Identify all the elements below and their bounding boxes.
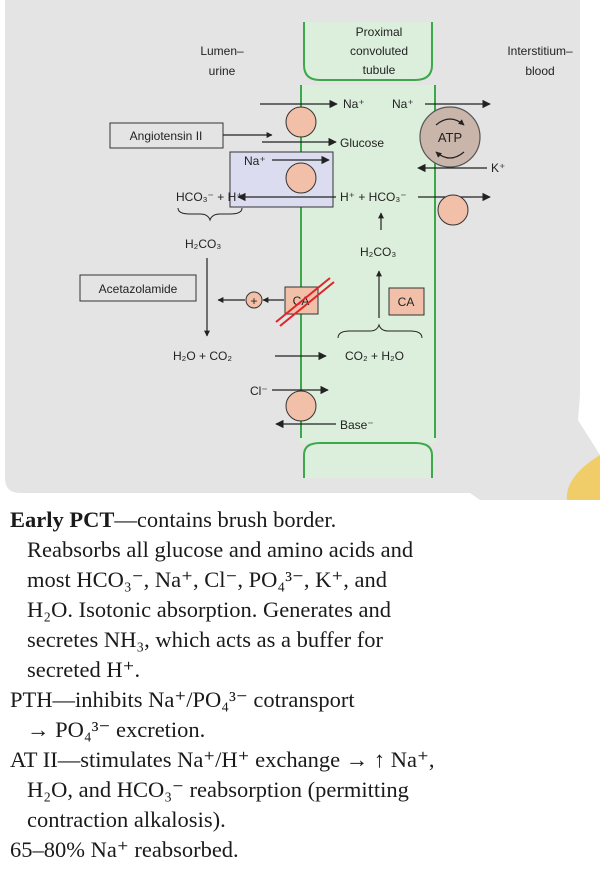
text-line-6: secreted H⁺.: [27, 657, 141, 682]
ca-cell-box: [388, 287, 425, 316]
na-antiporter-label: Na⁺: [244, 154, 266, 168]
cell-brace: [337, 323, 423, 339]
text-line-2: Reabsorbs all glucose and amino acids an…: [27, 537, 414, 562]
tubule-cell: [300, 85, 436, 443]
cl-minus-label: Cl⁻: [250, 384, 268, 398]
acetazolamide-label: Acetazolamide: [99, 282, 178, 296]
plus-sign: +: [250, 294, 257, 308]
decorative-squiggle: [566, 455, 600, 500]
text-line-12: 65–80% Na⁺ reabsorbed.: [10, 837, 239, 862]
lumen-label-1: Lumen–: [200, 44, 244, 58]
text-line-9: AT II—stimulates Na⁺/H⁺ exchange → ↑ Na⁺…: [10, 747, 435, 772]
hco3-h-lumen: HCO₃⁻ + H⁺: [176, 190, 243, 204]
na-k-atpase: [419, 106, 481, 168]
interstitium-label-2: blood: [525, 64, 554, 78]
glucose-label: Glucose: [340, 136, 384, 150]
h2co3-cell: H₂CO₃: [360, 245, 396, 259]
early-pct-heading-rest: —contains brush border.: [114, 507, 337, 532]
text-line-7: PTH—inhibits Na⁺/PO₄³⁻ cotransport: [10, 687, 355, 712]
na-top-left-label: Na⁺: [343, 97, 365, 111]
text-line-8: → PO₄³⁻ excretion.: [27, 717, 206, 742]
early-pct-description: Early PCT—contains brush border. Reabsor…: [10, 505, 570, 865]
hco3-transporter: [437, 194, 469, 226]
text-line-4: H₂O. Isotonic absorption. Generates and: [27, 597, 391, 622]
acetazolamide-box: [79, 274, 197, 302]
angiotensin-box: [109, 122, 224, 149]
k-plus-label: K⁺: [491, 161, 505, 175]
atp-label: ATP: [438, 130, 462, 145]
interstitium-label-1: Interstitium–: [507, 44, 573, 58]
ca-strike-1: [275, 277, 331, 323]
ca-cell-label: CA: [398, 295, 415, 309]
text-line-1: Early PCT—contains brush border.: [10, 505, 570, 535]
cl-base-exchanger: [285, 390, 317, 422]
pct-transport-diagram: Lumen– urine Proximal convoluted tubule …: [5, 0, 600, 500]
na-h-antiporter: [285, 162, 317, 194]
text-line-3: most HCO₃⁻, Na⁺, Cl⁻, PO₄³⁻, K⁺, and: [27, 567, 387, 592]
h2co3-lumen: H₂CO₃: [185, 237, 221, 251]
atp-cycle-arrow-top: [435, 118, 465, 126]
tubule-label-2: convoluted: [350, 44, 408, 58]
lumen-label-2: urine: [209, 64, 236, 78]
text-line-5: secretes NH₃, which acts as a buffer for: [27, 627, 384, 652]
base-minus-label: Base⁻: [340, 418, 374, 432]
tubule-top-border: [303, 22, 433, 81]
na-top-right-label: Na⁺: [392, 97, 414, 111]
tubule-label-1: Proximal: [356, 25, 403, 39]
angiotensin-label: Angiotensin II: [130, 129, 203, 143]
text-line-10: H₂O, and HCO₃⁻ reabsorption (permitting: [27, 777, 409, 802]
na-glucose-symporter: [285, 106, 317, 138]
early-pct-heading: Early PCT: [10, 507, 115, 532]
atp-cycle-arrow-bottom: [435, 151, 465, 159]
lumen-brace: [177, 207, 243, 222]
plus-circle: [245, 291, 263, 309]
h-hco3-cell: H⁺ + HCO₃⁻: [340, 190, 407, 204]
tubule-label-3: tubule: [363, 63, 396, 77]
ca-strike-2: [279, 281, 335, 327]
text-line-11: contraction alkalosis).: [27, 807, 226, 832]
co2-h2o-cell: CO₂ + H₂O: [345, 349, 404, 363]
tubule-bottom-border: [303, 442, 433, 478]
h2o-co2-lumen: H₂O + CO₂: [173, 349, 232, 363]
